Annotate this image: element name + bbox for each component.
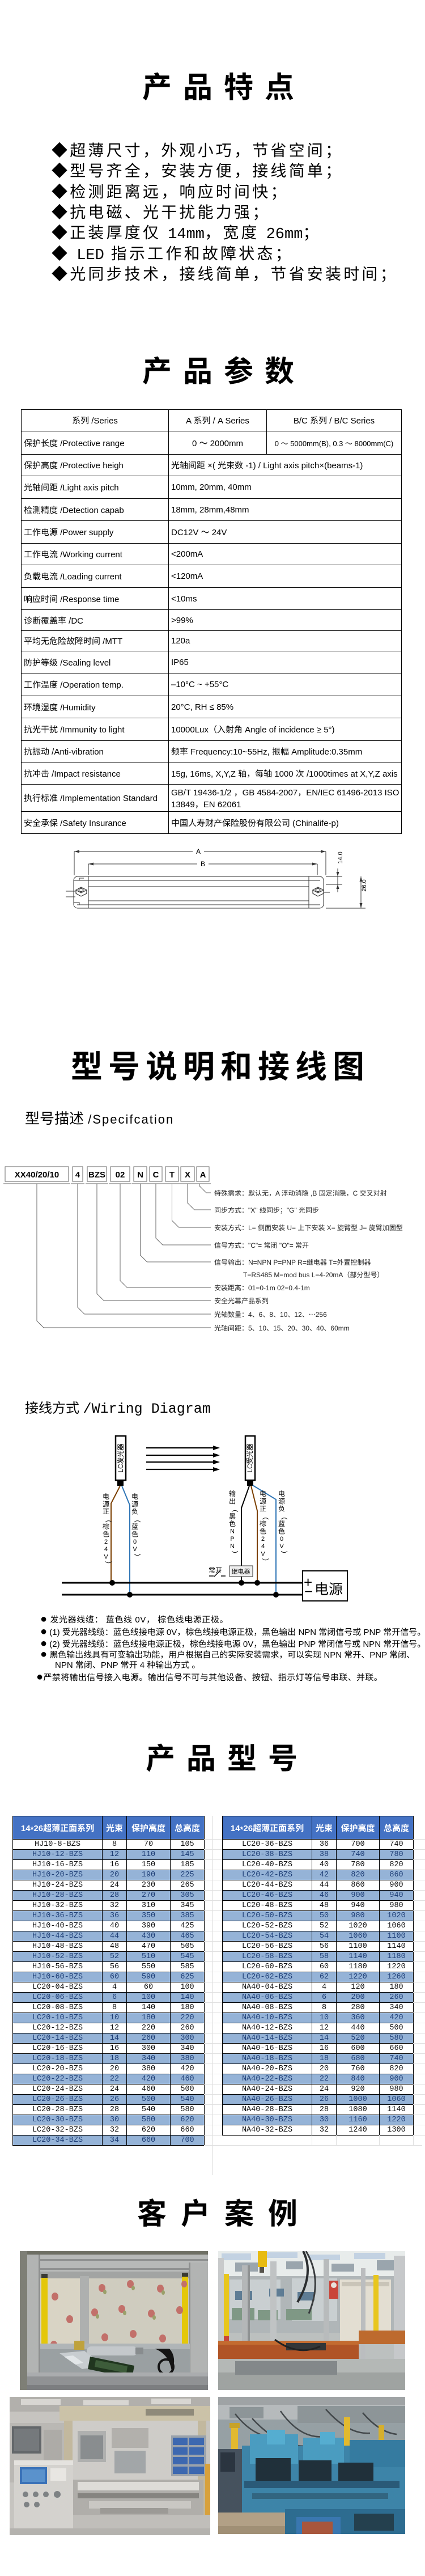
svg-text:B: B (201, 860, 205, 868)
svg-text:2: 2 (104, 1539, 108, 1545)
svg-text:正: 正 (103, 1508, 109, 1516)
svg-text:A: A (200, 1170, 206, 1180)
svg-text:A: A (196, 848, 201, 855)
svg-text:−: − (304, 1583, 313, 1600)
svg-text:+: + (304, 1574, 312, 1591)
svg-text:源: 源 (260, 1497, 266, 1505)
svg-text:BZS: BZS (88, 1170, 105, 1180)
svg-text:源: 源 (278, 1497, 285, 1505)
svg-text:X: X (185, 1170, 190, 1180)
svg-text:0: 0 (280, 1536, 283, 1543)
svg-text:棕: 棕 (103, 1523, 109, 1531)
svg-text:棕: 棕 (260, 1520, 266, 1528)
svg-text:正: 正 (260, 1505, 266, 1513)
svg-text:）: ） (231, 1550, 239, 1557)
svg-text:蓝: 蓝 (278, 1520, 285, 1528)
svg-text:4: 4 (261, 1543, 265, 1550)
svg-text:2: 2 (261, 1536, 265, 1543)
svg-text:源: 源 (103, 1500, 109, 1508)
svg-text:电: 电 (103, 1493, 109, 1501)
svg-text:电: 电 (131, 1493, 138, 1501)
svg-text:LC发光器: LC发光器 (117, 1443, 125, 1472)
svg-text:）: ） (280, 1550, 288, 1557)
svg-text:N: N (230, 1543, 235, 1550)
svg-text:LC受光器: LC受光器 (246, 1443, 254, 1472)
svg-text:色: 色 (260, 1528, 266, 1536)
svg-text:）: ） (104, 1561, 112, 1568)
svg-text:色: 色 (278, 1528, 285, 1536)
svg-text:26.0: 26.0 (361, 879, 368, 891)
svg-text:V: V (133, 1546, 137, 1553)
svg-text:4: 4 (75, 1170, 80, 1180)
svg-text:T: T (169, 1170, 175, 1180)
svg-text:电: 电 (278, 1490, 285, 1498)
svg-text:N: N (230, 1528, 235, 1535)
svg-text:P: P (230, 1536, 234, 1543)
svg-text:14.0: 14.0 (337, 851, 344, 863)
svg-text:（: （ (231, 1506, 239, 1512)
svg-text:02: 02 (116, 1170, 125, 1180)
svg-text:）: ） (133, 1553, 141, 1560)
svg-text:继电器: 继电器 (232, 1568, 250, 1575)
svg-text:）: ） (261, 1558, 269, 1565)
svg-text:色: 色 (131, 1531, 138, 1539)
svg-text:N: N (137, 1170, 143, 1180)
svg-text:源: 源 (131, 1500, 138, 1508)
svg-text:4: 4 (104, 1546, 108, 1553)
svg-text:0: 0 (133, 1539, 137, 1545)
svg-text:（: （ (280, 1513, 288, 1520)
svg-text:电: 电 (260, 1490, 266, 1498)
svg-text:XX40/20/10: XX40/20/10 (15, 1170, 59, 1180)
svg-text:黑: 黑 (229, 1512, 236, 1520)
svg-text:（: （ (261, 1513, 269, 1520)
svg-text:V: V (261, 1550, 265, 1557)
svg-text:输: 输 (229, 1490, 236, 1498)
svg-text:负: 负 (131, 1508, 138, 1516)
svg-text:蓝: 蓝 (131, 1523, 138, 1531)
svg-text:色: 色 (229, 1520, 236, 1528)
svg-text:色: 色 (103, 1531, 109, 1539)
svg-text:（: （ (104, 1516, 112, 1523)
svg-text:V: V (104, 1553, 108, 1560)
svg-text:（: （ (133, 1516, 141, 1523)
svg-text:电源: 电源 (314, 1582, 343, 1598)
svg-text:负: 负 (278, 1505, 285, 1513)
svg-text:V: V (279, 1543, 284, 1550)
svg-text:出: 出 (229, 1497, 236, 1505)
svg-text:C: C (153, 1170, 159, 1180)
